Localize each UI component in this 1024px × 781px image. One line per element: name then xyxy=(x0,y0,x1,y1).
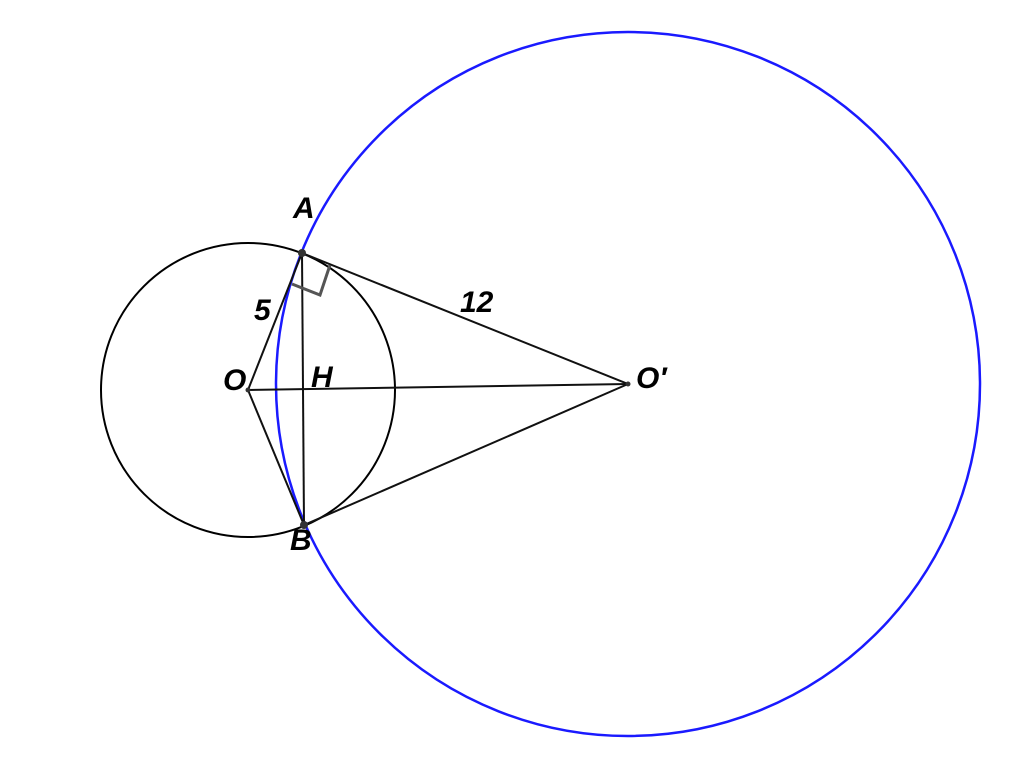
small-circle-o xyxy=(100,242,396,538)
point-a xyxy=(298,249,306,257)
length-oa-label: 5 xyxy=(254,294,272,327)
label-b: B xyxy=(290,524,312,557)
label-a: A xyxy=(292,192,315,225)
segment-b-o-prime xyxy=(303,383,629,526)
length-a-o-prime-label: 12 xyxy=(460,286,494,319)
point-o xyxy=(245,387,251,393)
label-o-prime: O′ xyxy=(636,362,668,395)
label-h: H xyxy=(311,361,334,394)
point-o-prime xyxy=(625,381,631,387)
segment-o-a xyxy=(247,252,303,391)
segment-o-b xyxy=(247,389,305,526)
segment-o-o-prime xyxy=(247,383,629,391)
segment-a-o-prime xyxy=(301,252,629,385)
large-circle-o-prime xyxy=(274,30,982,738)
point-b xyxy=(300,521,308,529)
label-o: O xyxy=(223,364,246,397)
right-angle-mark xyxy=(291,264,332,297)
